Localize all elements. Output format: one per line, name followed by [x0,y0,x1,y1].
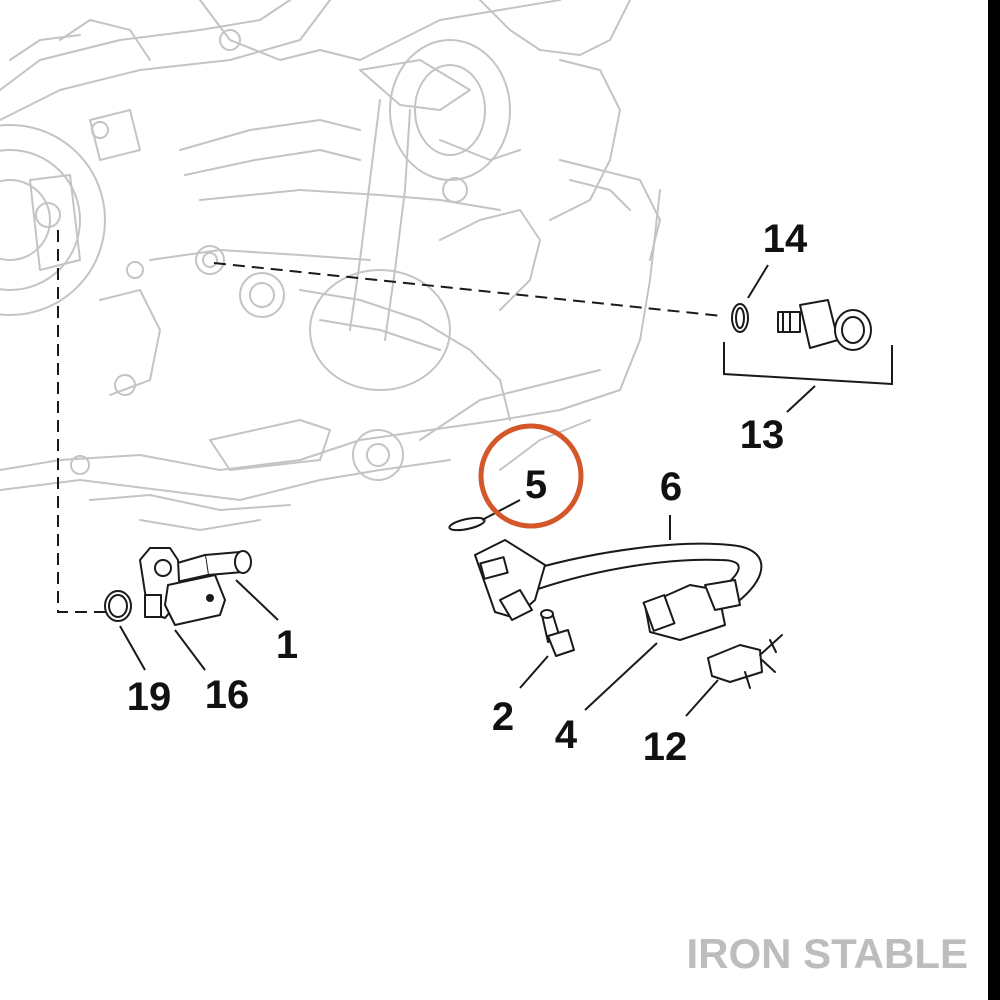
highlight-circle [478,423,584,529]
part-16-sensor [139,547,226,626]
part-19-o-ring [104,590,132,622]
callout-1: 1 [276,623,298,667]
callout-14: 14 [763,217,808,261]
callout-6: 6 [660,465,682,509]
part-6-harness [474,539,763,621]
frame-edge [988,0,1000,1000]
callout-19: 19 [127,675,172,719]
leader-13 [786,385,816,413]
part-12-connector [707,634,783,689]
engine-case-drawing [0,0,661,531]
install-line-16 [57,230,108,613]
callout-13: 13 [740,413,785,457]
install-line-13 [213,262,723,317]
part-13-sender [777,299,872,351]
callout-5: 5 [525,463,547,507]
leader-4 [584,642,658,711]
callout-4: 4 [555,713,578,757]
leader-5 [481,499,521,521]
leader-19 [119,625,146,671]
leader-1 [235,579,279,621]
leader-2 [519,655,549,689]
leader-14 [747,264,769,299]
part-13-bracket [723,342,893,386]
part-14-o-ring [731,303,749,333]
part-4-connector [642,579,741,641]
part-5-o-ring [448,516,486,532]
brand-watermark: IRON STABLE [686,930,968,977]
leader-16 [174,629,206,671]
callout-2: 2 [492,695,514,739]
callout-12: 12 [643,725,688,769]
leader-12 [685,679,719,717]
part-2-bolt [540,609,575,657]
callout-16: 16 [205,673,250,717]
